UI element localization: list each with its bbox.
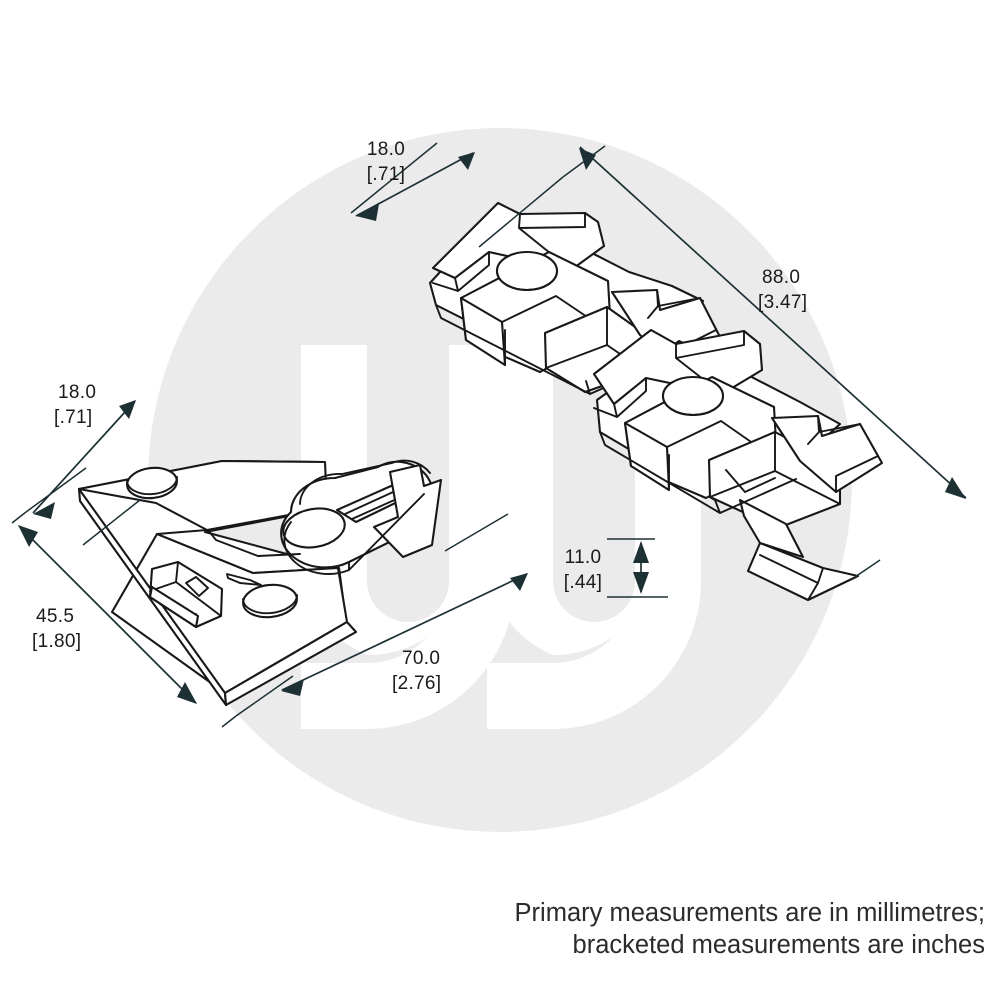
right-upper-flange-detail (432, 212, 586, 292)
dimension-18-0-right: 18.0 [.71] (350, 139, 564, 248)
right-connector-wedge-detail (593, 330, 745, 418)
right-lower-tongue-detail (709, 431, 841, 505)
note-line-2: bracketed measurements are inches (573, 931, 985, 959)
arrow-head (119, 400, 136, 419)
arrow-head (633, 572, 649, 594)
arrow-head (633, 541, 649, 563)
right-lower-side-step-detail (807, 415, 879, 493)
left-plate-thickness-bottom (223, 620, 358, 707)
dim-label-inch: [.44] (564, 572, 602, 593)
left-clip-tab-detail (149, 561, 222, 621)
dimension-70-0: 70.0 [2.76] (235, 513, 528, 717)
dim-label-mm: 18.0 (367, 139, 405, 160)
measurement-note: Primary measurements are in millimetres;… (515, 899, 985, 959)
right-upper-hole-depth (496, 270, 558, 291)
arrow-head (945, 477, 966, 499)
right-lower-hole-depth (662, 395, 724, 416)
left-latch-hub-hole (282, 507, 346, 549)
arrow-head (510, 573, 528, 591)
arrow-head (281, 679, 304, 696)
left-latch-thickness (283, 493, 425, 575)
arrow-head (458, 152, 475, 170)
left-clip-tab-foot (148, 585, 200, 629)
dim-label-mm: 88.0 (762, 267, 800, 288)
arrow-head (177, 682, 197, 704)
right-assembly-part (428, 201, 884, 602)
dim-label-mm: 11.0 (565, 547, 602, 568)
dimension-11-0: 11.0 [.44] (564, 538, 668, 598)
right-lower-foot-tab-detail (759, 554, 824, 601)
left-lever-arm (207, 529, 301, 557)
dim-label-mm: 70.0 (402, 648, 440, 669)
dim-label-inch: [3.47] (758, 292, 807, 313)
dim-label-inch: [.71] (367, 164, 405, 185)
note-line-1: Primary measurements are in millimetres; (515, 899, 985, 927)
dim-label-mm: 18.0 (58, 382, 96, 403)
dimension-18-0-left: 18.0 [.71] (25, 382, 141, 546)
left-spring-wire (226, 573, 262, 586)
left-plate-hole-top-depth (126, 476, 178, 496)
arrow-head (356, 204, 379, 221)
arrow-head (18, 525, 38, 547)
left-latch-top-outline (299, 459, 431, 505)
dim-label-inch: [1.80] (32, 631, 81, 652)
dimension-45-5: 45.5 [1.80] (11, 511, 237, 728)
right-lower-foot-stem (738, 498, 805, 559)
dim-label-mm: 45.5 (36, 606, 74, 627)
arrow-head (33, 502, 55, 519)
dim-label-inch: [2.76] (392, 673, 441, 694)
arrow-head (579, 148, 596, 170)
right-lower-base-thickness (599, 431, 797, 514)
dimension-88-0: 88.0 [3.47] (562, 145, 967, 578)
left-bracket-part (77, 459, 443, 707)
right-lower-foot-tab (746, 541, 860, 602)
dim-label-inch: [.71] (54, 407, 92, 428)
left-plate-hole-bottom-depth (242, 594, 298, 615)
